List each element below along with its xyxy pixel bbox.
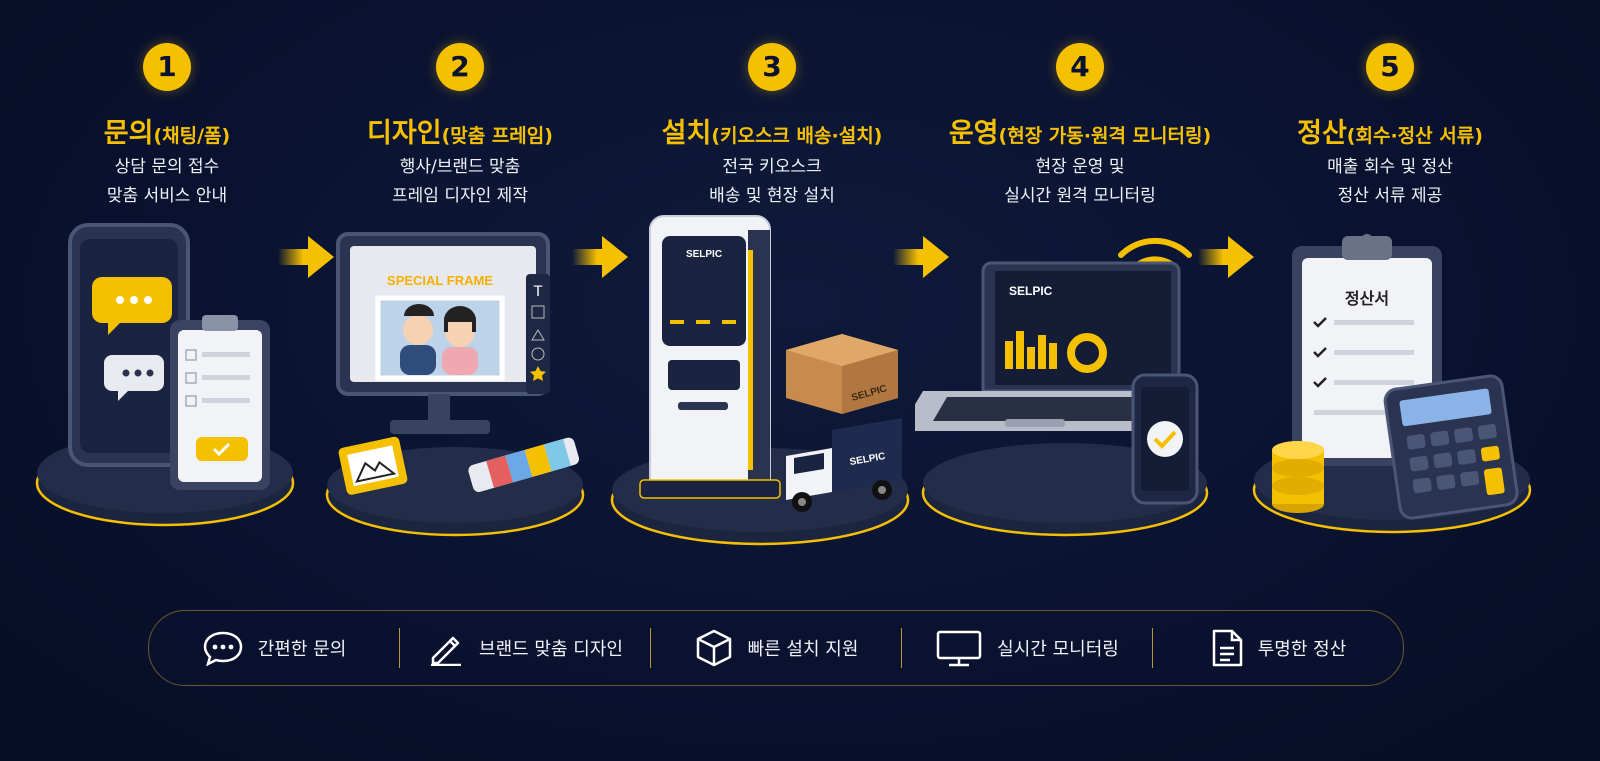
step-number-badge: 4 [1056, 43, 1104, 91]
inquiry-illustration [35, 223, 295, 527]
arrow-right-icon [572, 236, 628, 278]
feature-item: 빠른 설치 지원 [650, 628, 901, 668]
step-desc-line-1: 행사/브랜드 맞춤 [399, 157, 521, 177]
kiosk-brand: SELPIC [686, 249, 722, 260]
chat-bubble-yellow-icon [92, 277, 172, 335]
step-title-main: 설치 [661, 118, 712, 149]
step-title-sub: (키오스크 배송·설치) [711, 125, 883, 147]
feature-label: 실시간 모니터링 [997, 639, 1119, 660]
step-desc-line-2: 배송 및 현장 설치 [709, 186, 835, 206]
pencil-icon [431, 636, 462, 666]
feature-label: 빠른 설치 지원 [747, 639, 859, 660]
document-icon [1212, 629, 1242, 667]
step-title: 디자인(맞춤 프레임) [320, 111, 600, 149]
settlement-illustration: 정산서 [1252, 234, 1532, 534]
color-swatch-icon [468, 437, 580, 492]
text-tool-icon: T [533, 284, 543, 300]
step-title-main: 문의 [103, 118, 154, 149]
step-title: 설치(키오스크 배송·설치) [632, 111, 912, 149]
mobile-phone-icon [1131, 373, 1199, 505]
arrow-right-icon [893, 236, 949, 278]
photo-frame [375, 295, 505, 381]
step-desc-line-2: 맞춤 서비스 안내 [106, 186, 228, 206]
feature-bar: 간편한 문의 브랜드 맞춤 디자인 빠른 설치 지원 실시간 모니터링 투명한 … [148, 610, 1404, 686]
step-title: 운영(현장 가동·원격 모니터링) [940, 111, 1220, 149]
calculator-icon [1383, 374, 1519, 520]
step-title: 정산(회수·정산 서류) [1250, 111, 1530, 149]
step-title: 문의(채팅/폼) [27, 111, 307, 149]
step-number-badge: 3 [748, 43, 796, 91]
operation-illustration: SELPIC [915, 237, 1209, 537]
step-desc-line-2: 실시간 원격 모니터링 [1004, 186, 1156, 206]
step-title-sub: (현장 가동·원격 모니터링) [998, 125, 1212, 147]
step-desc-line-1: 상담 문의 접수 [114, 157, 220, 177]
feature-label: 간편한 문의 [257, 639, 347, 660]
chat-bubble-white-icon [104, 355, 164, 401]
design-illustration: SPECIAL FRAME T [325, 232, 585, 537]
arrow-right-icon [1198, 236, 1254, 278]
step-desc-line-1: 매출 회수 및 정산 [1327, 157, 1453, 177]
step-title-main: 운영 [948, 118, 999, 149]
feature-label: 브랜드 맞춤 디자인 [479, 639, 623, 660]
star-icon [530, 366, 546, 381]
arrow-right-icon [278, 236, 334, 278]
box-outline-icon [696, 629, 731, 667]
frame-label: SPECIAL FRAME [387, 273, 493, 288]
step-title-sub: (맞춤 프레임) [441, 125, 553, 147]
monitor-outline-icon [936, 630, 982, 667]
step-desc-line-2: 프레임 디자인 제작 [392, 186, 528, 206]
step-desc-line-1: 현장 운영 및 [1035, 157, 1125, 177]
chat-bubble-icon [203, 631, 242, 666]
step-title-sub: (채팅/폼) [153, 125, 231, 147]
laptop-icon: SELPIC [915, 261, 1183, 431]
image-frame-icon [338, 436, 408, 495]
installation-illustration: SELPIC SELPIC SELPIC [610, 214, 910, 546]
feature-item: 간편한 문의 [149, 611, 399, 685]
step-title-main: 정산 [1297, 118, 1347, 149]
feature-item: 브랜드 맞춤 디자인 [399, 628, 650, 668]
step-number-badge: 5 [1366, 43, 1414, 91]
feature-item: 투명한 정산 [1152, 628, 1403, 668]
document-title: 정산서 [1345, 289, 1389, 308]
box-icon: SELPIC [786, 334, 898, 414]
truck-icon: SELPIC [786, 418, 902, 512]
step-desc-line-1: 전국 키오스크 [722, 157, 822, 177]
coins-stack-icon [1272, 441, 1324, 513]
step-title-sub: (회수·정산 서류) [1346, 125, 1483, 147]
step-number-badge: 2 [436, 43, 484, 91]
feature-label: 투명한 정산 [1257, 639, 1347, 660]
laptop-brand: SELPIC [1009, 284, 1053, 298]
step-title-main: 디자인 [367, 118, 442, 149]
step-desc-line-2: 정산 서류 제공 [1337, 186, 1443, 206]
step-number-badge: 1 [143, 43, 191, 91]
feature-item: 실시간 모니터링 [901, 628, 1152, 668]
